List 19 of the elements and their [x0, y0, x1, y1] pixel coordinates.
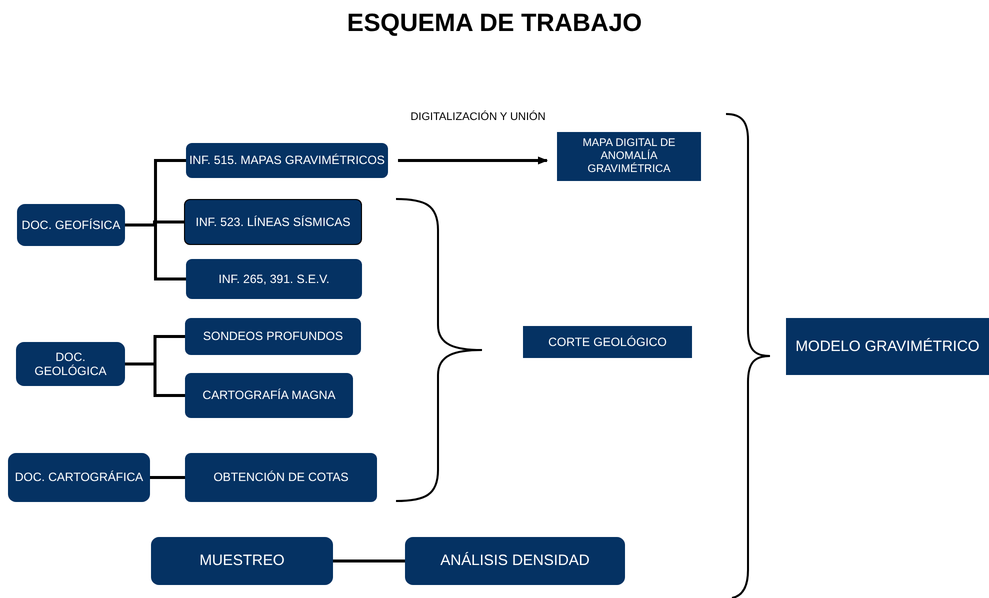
process-box: INF. 265, 391. S.E.V.	[186, 259, 362, 299]
process-box: ANÁLISIS DENSIDAD	[405, 537, 625, 585]
process-box: INF. 523. LÍNEAS SÍSMICAS	[184, 199, 362, 245]
connector-line	[125, 362, 185, 397]
connector-line	[333, 560, 405, 562]
process-box: MODELO GRAVIMÉTRICO	[786, 318, 989, 375]
process-box: MUESTREO	[151, 537, 333, 585]
connector-line	[150, 476, 185, 479]
process-box: INF. 515. MAPAS GRAVIMÉTRICOS	[186, 143, 388, 178]
process-box: DOC. GEOLÓGICA	[16, 342, 125, 386]
diagram-title: ESQUEMA DE TRABAJO	[346, 9, 643, 38]
process-box: CARTOGRAFÍA MAGNA	[185, 373, 353, 418]
process-box: SONDEOS PROFUNDOS	[185, 318, 361, 355]
arrow	[398, 156, 548, 164]
process-box: DOC. CARTOGRÁFICA	[8, 453, 150, 502]
process-box: CORTE GEOLÓGICO	[523, 326, 692, 358]
process-box: MAPA DIGITAL DE ANOMALÍA GRAVIMÉTRICA	[557, 132, 701, 181]
process-box: OBTENCIÓN DE COTAS	[185, 453, 377, 502]
process-box: DOC. GEOFÍSICA	[17, 204, 125, 246]
